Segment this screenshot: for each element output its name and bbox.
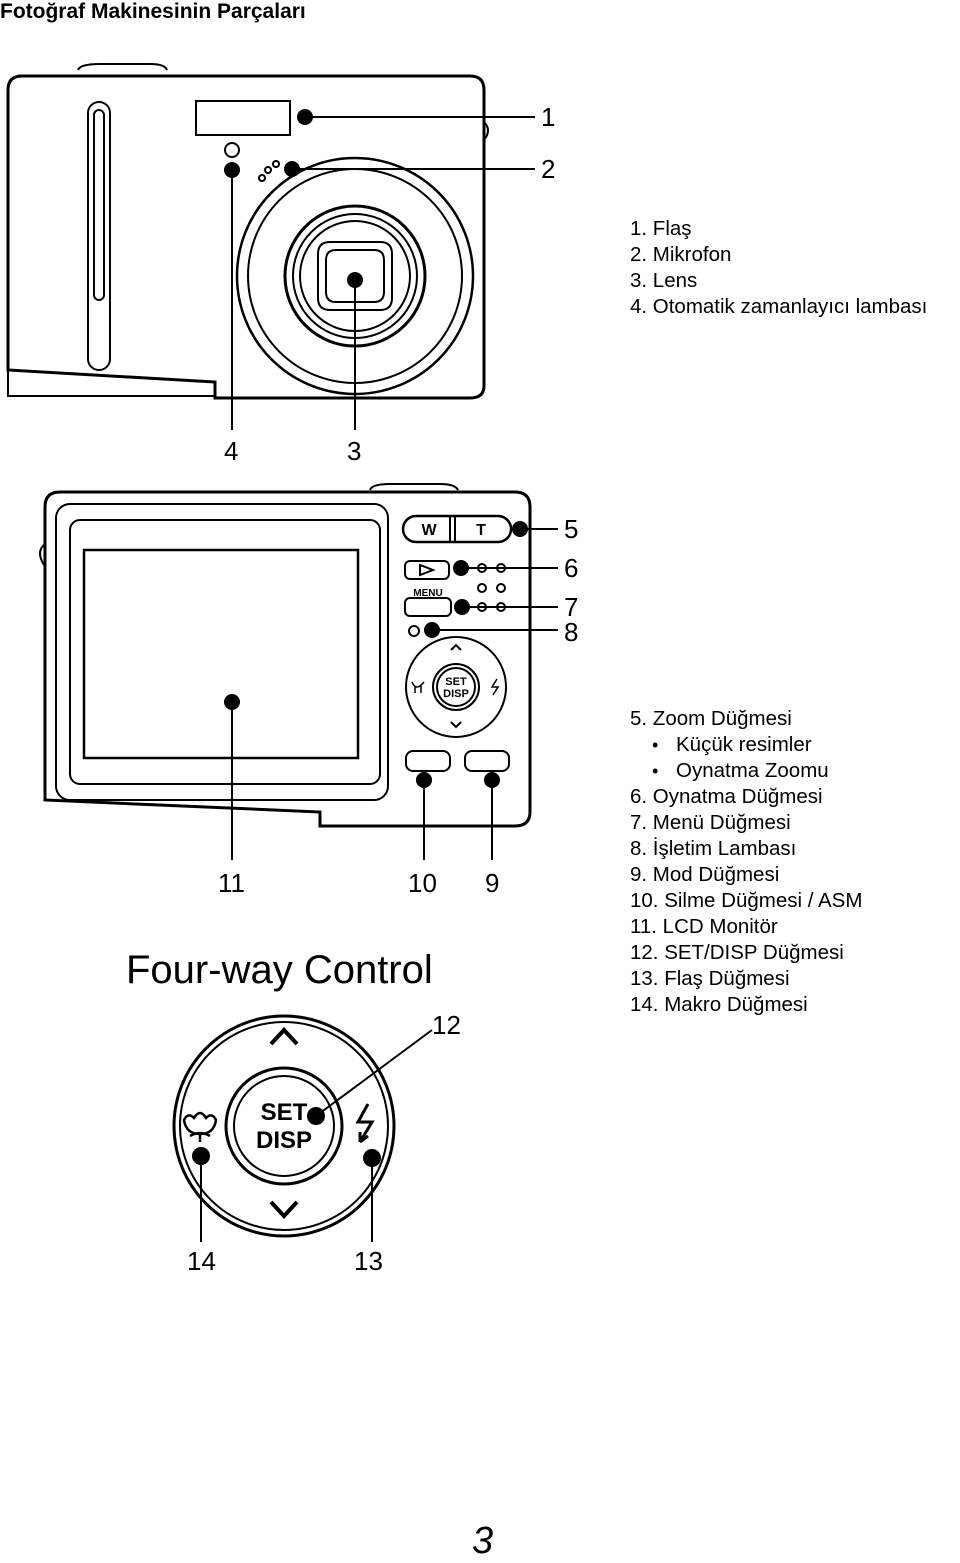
legend-item-mode-button: 9. Mod Düğmesi [630,863,780,886]
legend-subitem-playback-zoom: Oynatma Zoomu [630,758,862,784]
legend-item-flash-button: 13. Flaş Düğmesi [630,967,790,990]
small-disp-label: DISP [443,688,469,700]
callout-5: 5 [564,514,578,544]
set-label: SET [261,1099,308,1126]
callout-dots [192,109,528,1167]
callout-14: 14 [187,1246,216,1276]
legend-item-macro-button: 14. Makro Düğmesi [630,993,808,1016]
front-parts-legend: 1. Flaş 2. Mikrofon 3. Lens 4. Otomatik … [630,216,927,320]
up-arrow-icon [269,1027,299,1046]
callout-12: 12 [432,1010,461,1040]
legend-item-microphone: 2. Mikrofon [630,243,732,266]
callout-4: 4 [224,436,238,466]
menu-button [404,597,452,617]
legend-item-self-timer-lamp: 4. Otomatik zamanlayıcı lambası [630,295,928,318]
small-set-label: SET [445,676,467,688]
callout-8: 8 [564,617,578,647]
camera-back-view [39,483,532,828]
mode-button [464,750,510,772]
four-way-control-small [405,636,507,738]
delete-button [405,750,451,772]
legend-item-delete-button: 10. Silme Düğmesi / ASM [630,889,863,912]
legend-item-lcd-monitor: 11. LCD Monitör [630,915,778,938]
menu-label: MENU [413,588,442,599]
operation-lamp [408,625,420,637]
callout-11: 11 [218,868,245,898]
zoom-button [401,514,513,544]
legend-item-operation-lamp: 8. İşletim Lambası [630,837,797,860]
lcd-monitor [82,548,360,760]
page-title: Fotoğraf Makinesinin Parçaları [0,0,306,23]
callout-7: 7 [564,592,578,622]
callout-3: 3 [347,436,361,466]
camera-front-view [6,63,489,400]
legend-item-set-disp-button: 12. SET/DISP Düğmesi [630,941,844,964]
page-number: 3 [472,1520,494,1562]
callout-6: 6 [564,553,578,583]
down-arrow-icon [269,1200,299,1219]
callout-2: 2 [541,154,555,184]
tele-label: T [476,522,486,539]
self-timer-lamp [224,142,240,158]
legend-subitem-thumbnails: Küçük resimler [630,732,862,758]
callout-10: 10 [408,868,437,898]
flash-window [195,100,291,136]
legend-item-zoom-button: 5. Zoom Düğmesi [630,707,792,730]
disp-label: DISP [256,1127,312,1154]
legend-item-playback-button: 6. Oynatma Düğmesi [630,785,823,808]
legend-item-lens: 3. Lens [630,269,698,292]
callout-13: 13 [354,1246,383,1276]
macro-icon [182,1111,218,1136]
callout-1: 1 [541,102,555,132]
wide-label: W [421,522,437,539]
callout-9: 9 [485,868,499,898]
legend-item-flash: 1. Flaş [630,217,692,240]
legend-item-menu-button: 7. Menü Düğmesi [630,811,791,834]
back-parts-legend: 5. Zoom Düğmesi Küçük resimler Oynatma Z… [630,706,862,1018]
four-way-heading: Four-way Control [126,948,433,992]
four-way-control-large [172,1014,396,1238]
flash-icon [355,1103,375,1144]
playback-button [404,560,450,580]
